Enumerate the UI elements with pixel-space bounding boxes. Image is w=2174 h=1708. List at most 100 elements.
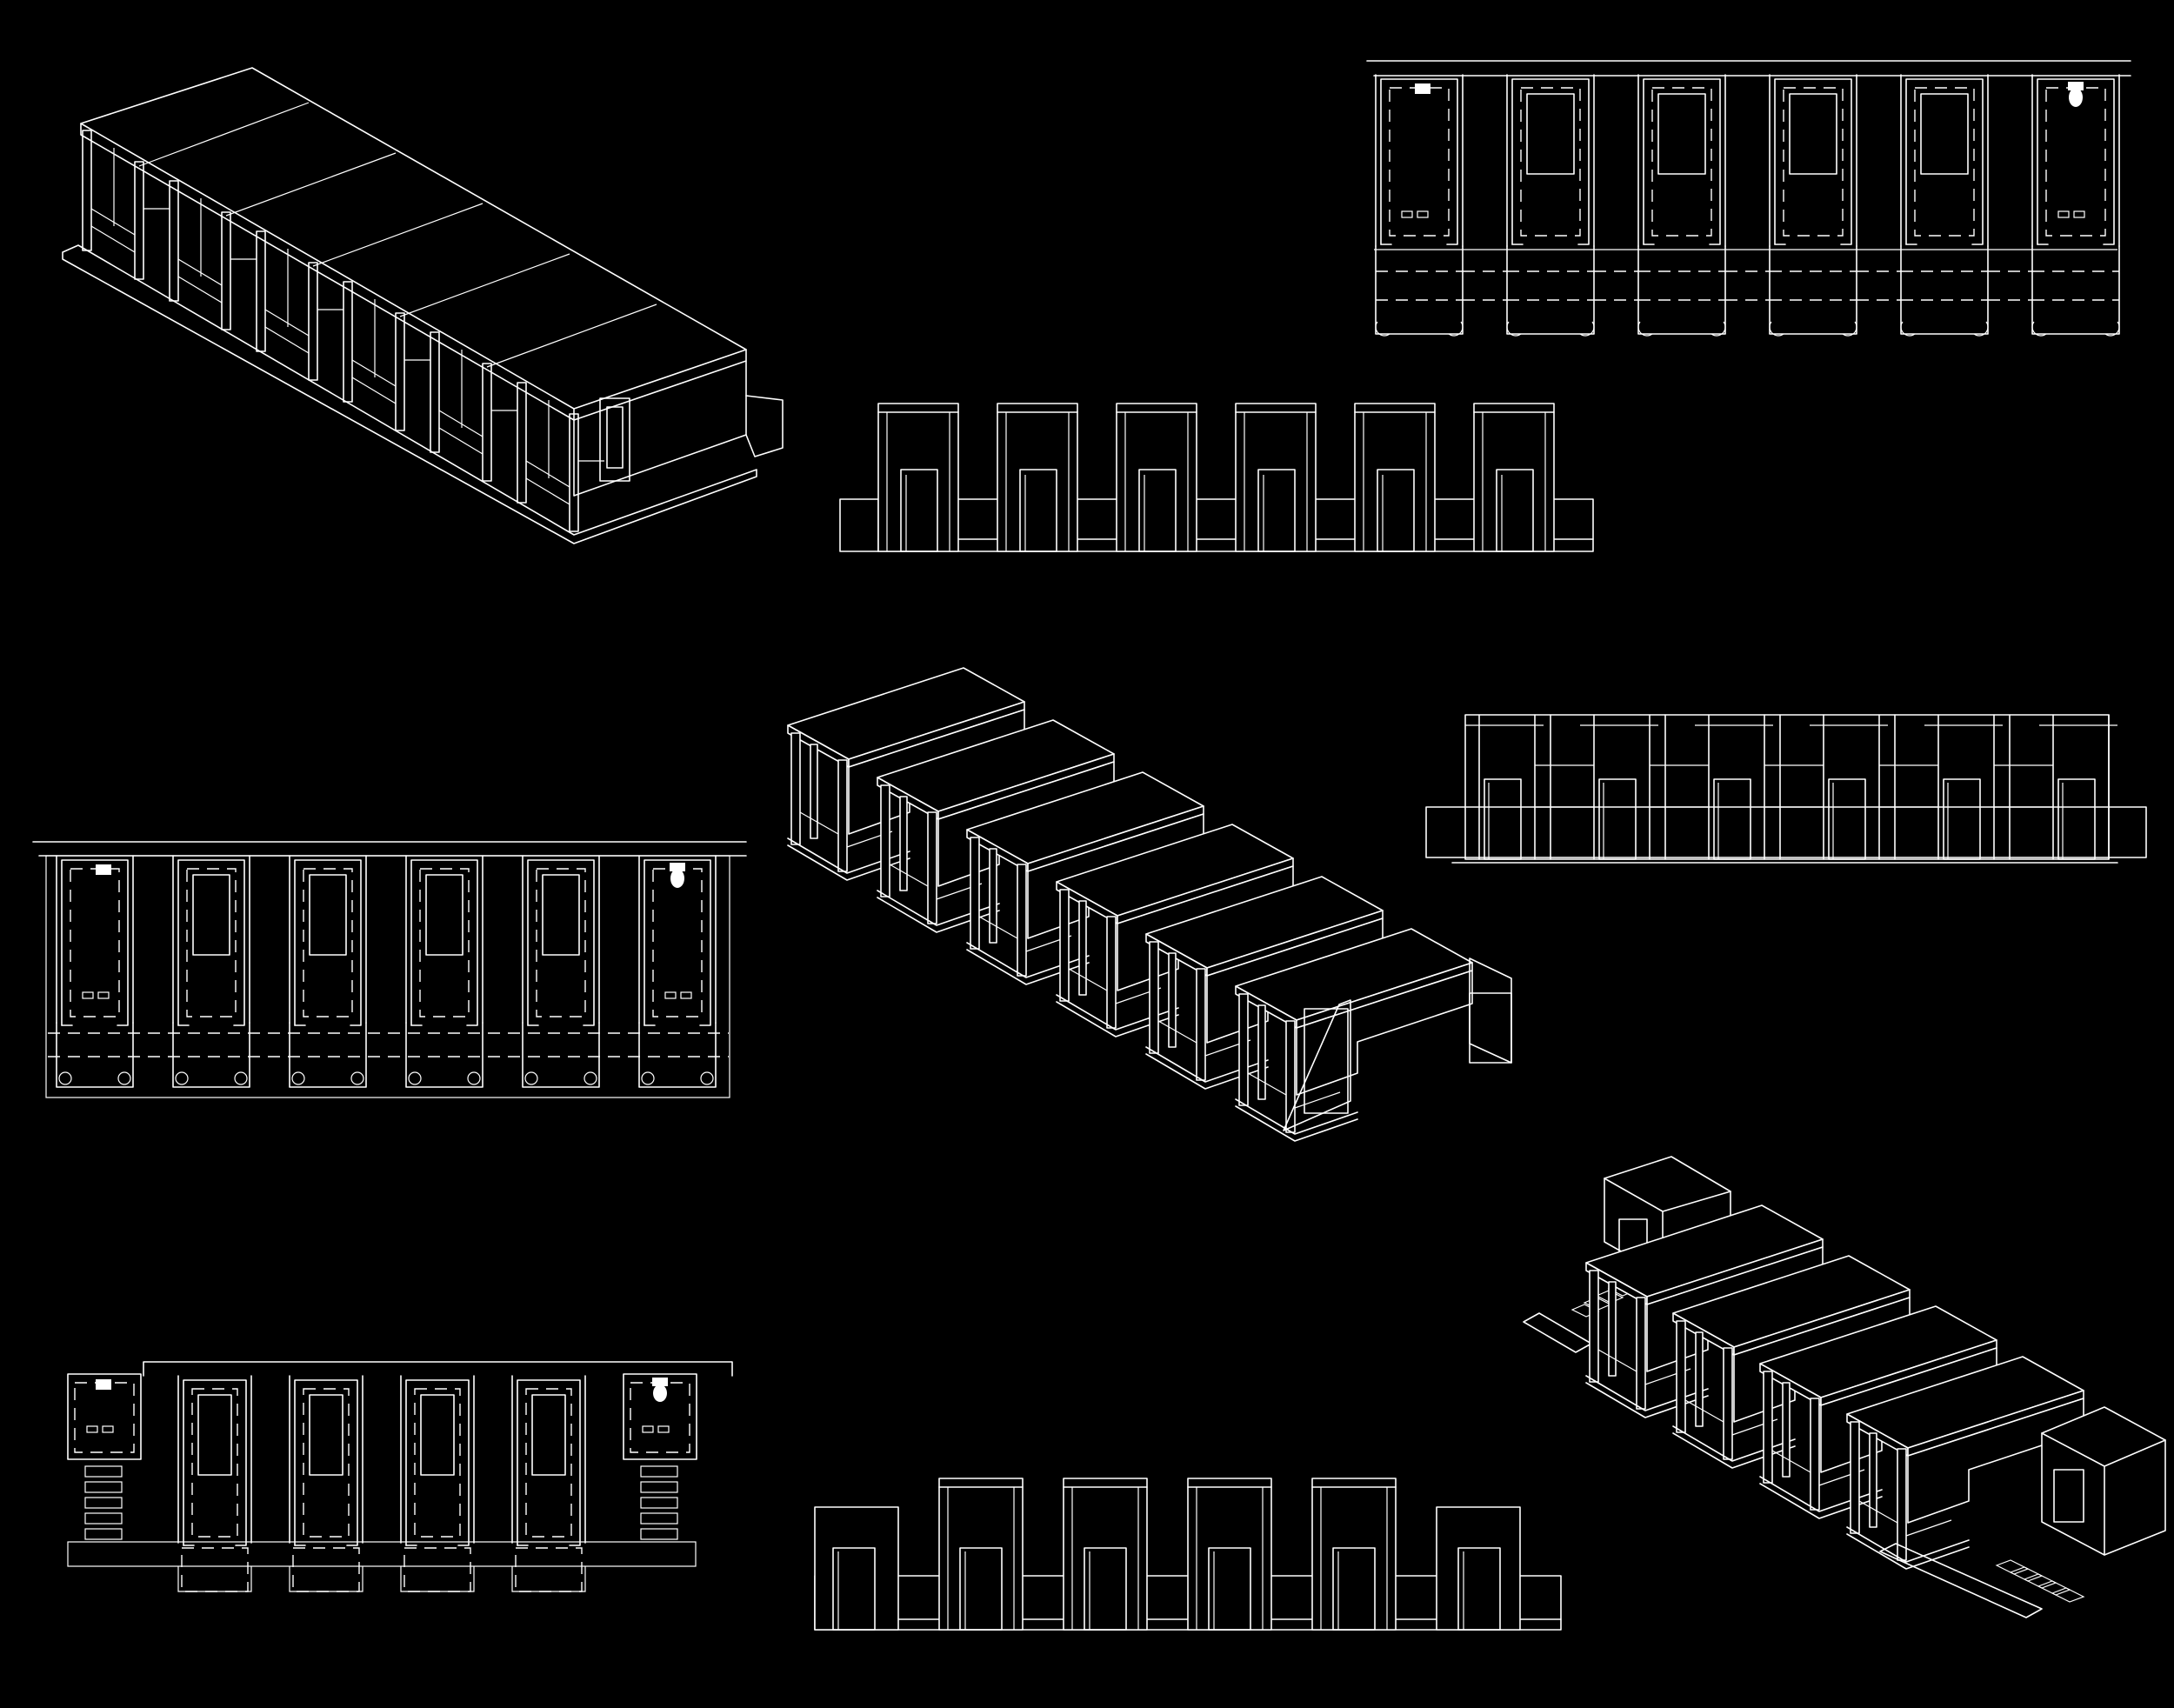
elevation-unit-2	[997, 403, 1078, 552]
elevation-unit-2	[1063, 1478, 1148, 1631]
column	[430, 331, 440, 453]
step	[84, 1512, 123, 1525]
door	[1257, 469, 1296, 552]
column	[82, 130, 92, 251]
toilet-icon	[2068, 82, 2084, 90]
elevation-unit-5	[1924, 714, 2053, 860]
toilet-icon	[670, 863, 685, 871]
window	[531, 1394, 566, 1476]
end-wall	[1469, 957, 1512, 1064]
isometric-view-continuous	[62, 67, 784, 544]
end-block-left	[814, 1506, 899, 1631]
elevation-unit-6	[2039, 714, 2117, 860]
module-6	[517, 382, 604, 532]
door	[1332, 1547, 1376, 1631]
door	[1828, 778, 1866, 860]
elevation-top	[839, 403, 1594, 552]
column	[221, 211, 231, 330]
beam	[438, 410, 483, 437]
column	[1149, 941, 1159, 1054]
column	[1059, 889, 1070, 1002]
plan-unit-3	[400, 1375, 475, 1546]
door	[900, 469, 938, 552]
post	[810, 744, 818, 839]
iso-module-6	[1235, 928, 1473, 1142]
column	[1636, 1297, 1646, 1410]
plan-unit-1	[177, 1375, 252, 1546]
floor-plan-middle	[32, 841, 747, 1098]
deck	[2031, 245, 2120, 335]
beam	[438, 427, 483, 455]
elevation-unit-1	[1465, 714, 1594, 860]
elevation-unit-3	[1187, 1478, 1272, 1631]
isometric-view-separated	[787, 667, 1512, 1142]
plan-unit-6	[2031, 74, 2120, 247]
deck	[1506, 245, 1595, 335]
post	[899, 796, 908, 891]
column	[1238, 993, 1249, 1106]
elevation-unit-4	[1311, 1478, 1397, 1631]
step	[84, 1497, 123, 1509]
post	[989, 848, 997, 944]
window	[1657, 93, 1706, 175]
plan-unit-4	[405, 855, 483, 1026]
window	[1526, 93, 1575, 175]
beam	[351, 359, 397, 387]
elevation-unit-5	[1354, 403, 1436, 552]
step	[84, 1481, 123, 1493]
elevation-unit-3	[1695, 714, 1824, 860]
column	[256, 230, 266, 352]
column	[837, 759, 848, 872]
deck	[289, 1022, 367, 1088]
column	[1589, 1270, 1599, 1383]
door	[1496, 469, 1534, 552]
elevation-unit-2	[1580, 714, 1709, 860]
column	[1196, 968, 1206, 1081]
step	[1595, 1290, 1624, 1304]
door-frame	[1304, 1008, 1349, 1114]
window	[1789, 93, 1837, 175]
column	[169, 180, 179, 302]
column	[569, 413, 579, 532]
sink-icon	[96, 1379, 111, 1390]
column	[1850, 1421, 1860, 1534]
door	[1084, 1547, 1127, 1631]
deck	[1637, 245, 1726, 335]
deck	[56, 1022, 134, 1088]
column	[517, 382, 527, 504]
module-5	[430, 331, 517, 482]
column	[790, 732, 801, 845]
isometric-view-staggered	[1523, 1156, 2166, 1618]
door	[1943, 778, 1981, 860]
deck	[638, 1022, 717, 1088]
deck	[1900, 245, 1989, 335]
column	[1285, 1020, 1296, 1133]
module-4	[343, 281, 430, 431]
deck	[1769, 245, 1857, 335]
plan-unit-1	[1375, 74, 1464, 247]
plan-unit-2	[289, 1375, 363, 1546]
column	[134, 161, 144, 280]
plan-unit-1	[56, 855, 134, 1026]
step	[640, 1481, 678, 1493]
door	[1457, 1547, 1501, 1631]
column	[395, 312, 405, 431]
beam	[525, 460, 570, 488]
module-1	[82, 130, 170, 280]
plan-unit-2	[1506, 74, 1595, 247]
door	[832, 1547, 876, 1631]
deck	[522, 1022, 600, 1088]
floor-plan-top	[1366, 60, 2131, 337]
column	[308, 262, 318, 381]
elevation-unit-4	[1235, 403, 1317, 552]
column	[1810, 1398, 1820, 1511]
post	[1608, 1281, 1617, 1377]
column	[927, 811, 937, 924]
door	[1713, 778, 1751, 860]
end-block-right	[1436, 1506, 1521, 1631]
column	[880, 784, 890, 897]
elevation-bottom	[814, 1478, 1562, 1631]
iso-module-4	[1846, 1356, 2084, 1570]
toilet-icon	[652, 1378, 668, 1386]
window	[420, 1394, 455, 1476]
